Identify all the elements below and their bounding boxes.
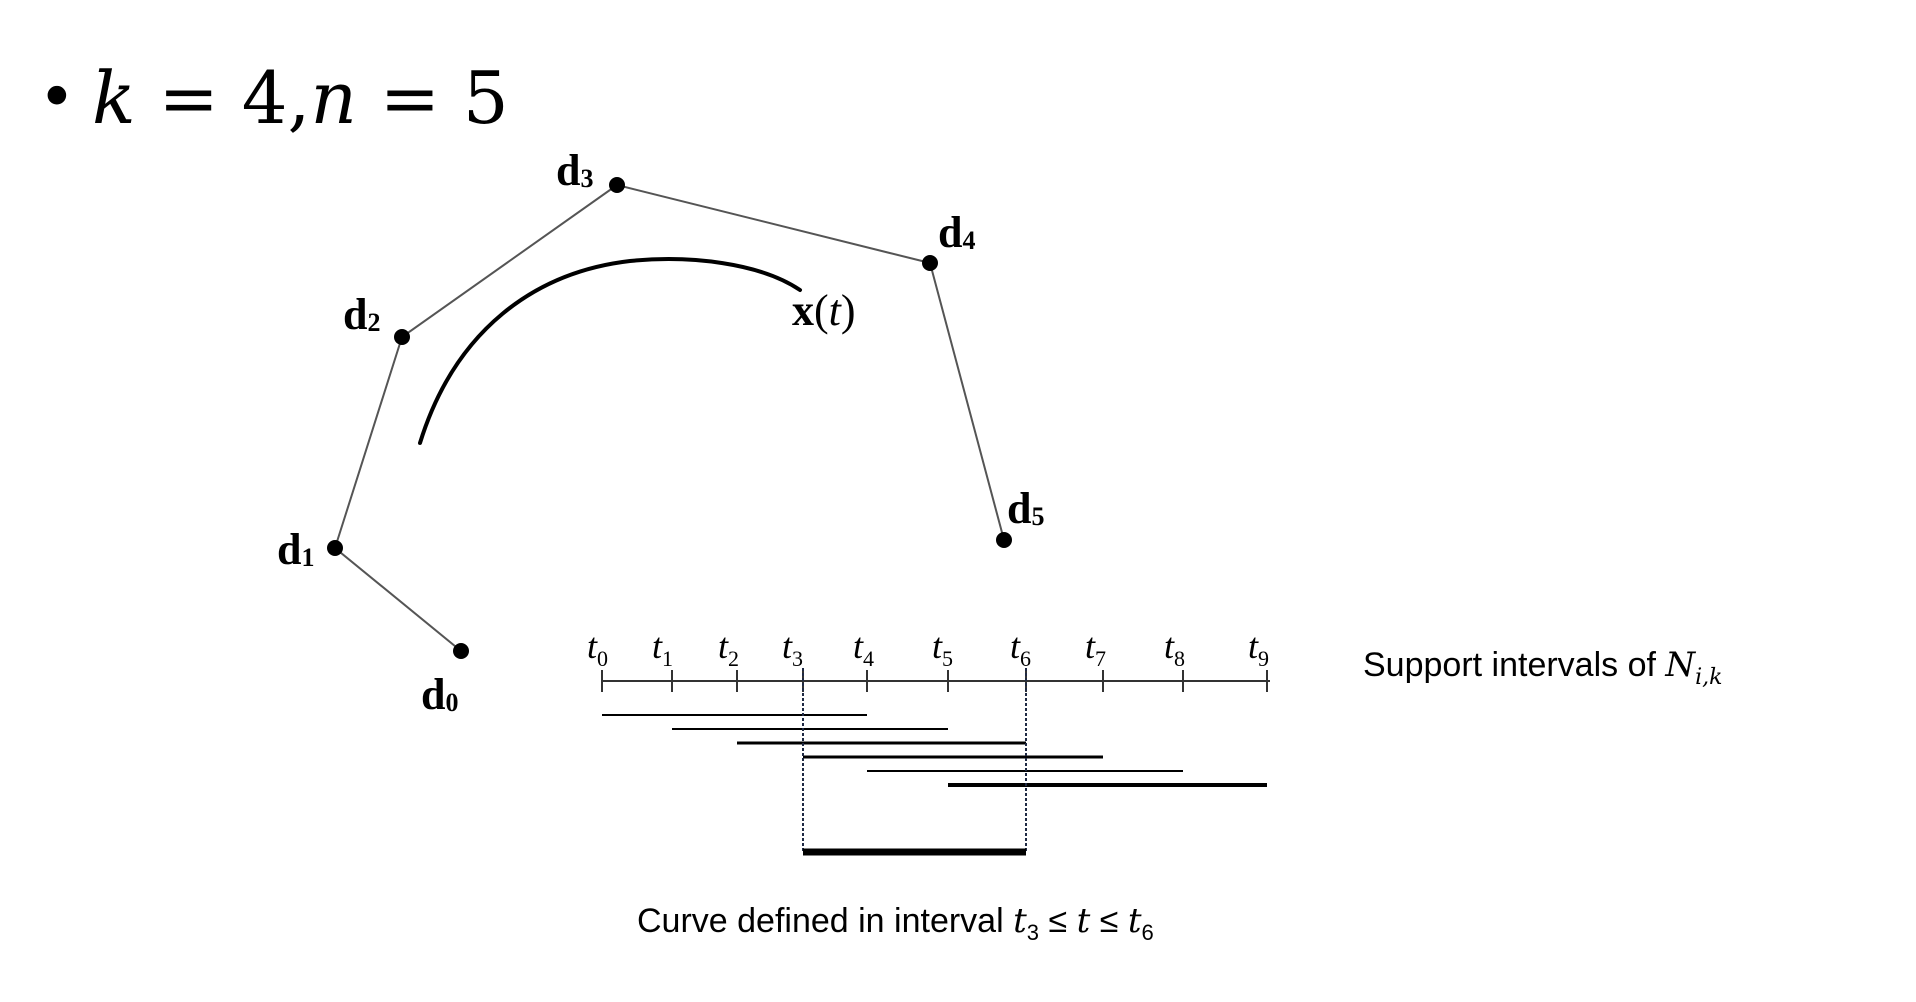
control-point-d5: [996, 532, 1012, 548]
heading-k-symbol: k: [92, 56, 136, 140]
knot-label-t3: t3: [782, 626, 804, 672]
control-point-markers: [327, 177, 1012, 659]
curve-label: x(t): [792, 286, 856, 335]
knot-label-t8: t8: [1164, 626, 1186, 672]
interval-guides: [802, 668, 1027, 856]
bullet-marker: •: [38, 61, 76, 135]
knot-label-t0: t0: [587, 626, 609, 672]
knot-label-t2: t2: [718, 626, 740, 672]
heading-n-value: = 5: [356, 56, 509, 140]
support-interval-bars: [602, 714, 1267, 787]
control-point-d0: [453, 643, 469, 659]
knot-label-t4: t4: [853, 626, 875, 672]
page-heading: k = 4,n = 5: [92, 56, 509, 140]
label-d3: d3: [556, 146, 594, 195]
heading-k-value: = 4,: [135, 56, 311, 140]
knot-label-t5: t5: [932, 626, 954, 672]
control-point-d1: [327, 540, 343, 556]
knot-label-t7: t7: [1085, 626, 1107, 672]
curve-x-t: [418, 257, 802, 445]
knot-label-t9: t9: [1248, 626, 1270, 672]
label-d1: d1: [277, 525, 315, 574]
control-point-d3: [609, 177, 625, 193]
knot-label-t6: t6: [1010, 626, 1032, 672]
control-point-d4: [922, 255, 938, 271]
knot-label-t1: t1: [652, 626, 674, 672]
label-d5: d5: [1007, 484, 1045, 533]
curve-interval-caption: Curve defined in interval t3 ≤ t ≤ t6: [637, 901, 1154, 945]
label-d2: d2: [343, 290, 381, 339]
control-polygon: [333, 183, 1005, 652]
label-d0: d0: [421, 670, 459, 719]
heading-n-symbol: n: [310, 56, 357, 140]
label-d4: d4: [938, 208, 976, 257]
control-point-d2: [394, 329, 410, 345]
support-intervals-caption: Support intervals of Ni,k: [1363, 645, 1723, 690]
